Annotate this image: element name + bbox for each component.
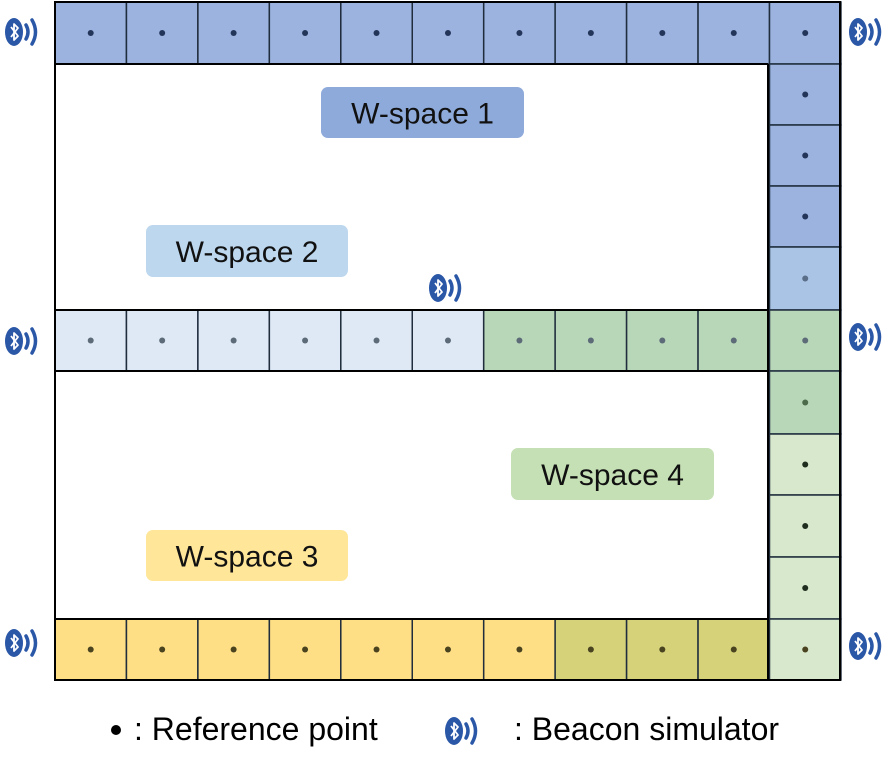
reference-point-dot — [730, 337, 737, 344]
reference-point-dot — [373, 337, 380, 344]
reference-point-dot — [230, 337, 237, 344]
zone-label-box-w-space-4 — [511, 448, 714, 500]
zone-label-w-space-3: W-space 3 — [176, 541, 319, 574]
zone-label-w-space-1: W-space 1 — [351, 98, 494, 131]
legend-point-icon — [111, 725, 121, 735]
zone-label-box-w-space-3 — [146, 530, 348, 581]
bluetooth-beacon-icon — [849, 323, 882, 351]
reference-point-dot — [802, 337, 809, 344]
bluetooth-beacon-icon — [849, 18, 882, 46]
bluetooth-beacon-icon — [5, 629, 38, 657]
reference-point-dot — [302, 337, 309, 344]
reference-point-dot — [302, 646, 309, 653]
reference-point-dot — [802, 399, 809, 406]
reference-point-dot — [802, 523, 809, 529]
reference-point-dot — [802, 461, 809, 468]
reference-point-dot — [587, 30, 594, 36]
outer-wall — [54, 1, 841, 681]
reference-point-dot — [516, 30, 523, 36]
legend-reference-point-label: : Reference point — [134, 711, 378, 747]
reference-point-dot — [230, 30, 237, 36]
reference-point-dot — [373, 646, 380, 653]
legend: : Reference point : Beacon simulator — [111, 711, 779, 747]
legend-beacon-simulator-label: : Beacon simulator — [514, 711, 779, 747]
zone-label-w-space-2: W-space 2 — [176, 236, 319, 269]
reference-point-dot — [587, 646, 594, 653]
legend-beacon-icon — [445, 717, 478, 745]
reference-point-dot — [659, 30, 666, 36]
reference-point-dot — [730, 30, 737, 36]
reference-point-dot — [87, 30, 94, 36]
reference-point-dot — [87, 646, 94, 653]
reference-point-dot — [802, 585, 809, 591]
zone-labels-layer: W-space 1 W-space 2 W-space 3 W-space 4 — [146, 87, 714, 581]
reference-cell — [768, 433, 842, 496]
reference-point-dot — [516, 646, 523, 653]
reference-point-dot — [730, 646, 737, 653]
reference-point-dot — [659, 337, 666, 344]
reference-point-dot — [444, 30, 451, 36]
beacons-layer — [5, 18, 882, 660]
reference-point-dot — [444, 646, 451, 653]
reference-point-dot — [230, 646, 237, 653]
reference-point-dot — [587, 337, 594, 344]
bluetooth-beacon-icon — [445, 717, 478, 745]
reference-point-dot — [159, 30, 166, 36]
reference-point-dot — [802, 30, 809, 36]
bluetooth-beacon-icon — [5, 327, 38, 355]
reference-point-dot — [802, 646, 809, 653]
reference-point-dot — [516, 337, 523, 344]
reference-point-dot — [802, 275, 809, 282]
zone-label-box-w-space-2 — [146, 225, 348, 277]
bluetooth-beacon-icon — [429, 274, 462, 302]
cells-layer — [54, 1, 842, 681]
reference-point-dot — [802, 152, 809, 159]
reference-point-dot — [373, 30, 380, 36]
reference-point-dot — [159, 337, 166, 344]
reference-point-dot — [87, 337, 94, 344]
reference-point-dot — [444, 337, 451, 344]
reference-point-dot — [802, 91, 809, 98]
walls-layer — [54, 1, 841, 681]
zone-label-box-w-space-1 — [321, 87, 524, 138]
reference-point-dot — [302, 30, 309, 36]
bluetooth-beacon-icon — [849, 632, 882, 660]
reference-point-dot — [659, 646, 666, 653]
zone-label-w-space-4: W-space 4 — [541, 459, 684, 492]
reference-point-dot — [802, 213, 809, 220]
bluetooth-beacon-icon — [5, 18, 38, 46]
reference-point-dot — [159, 646, 166, 653]
